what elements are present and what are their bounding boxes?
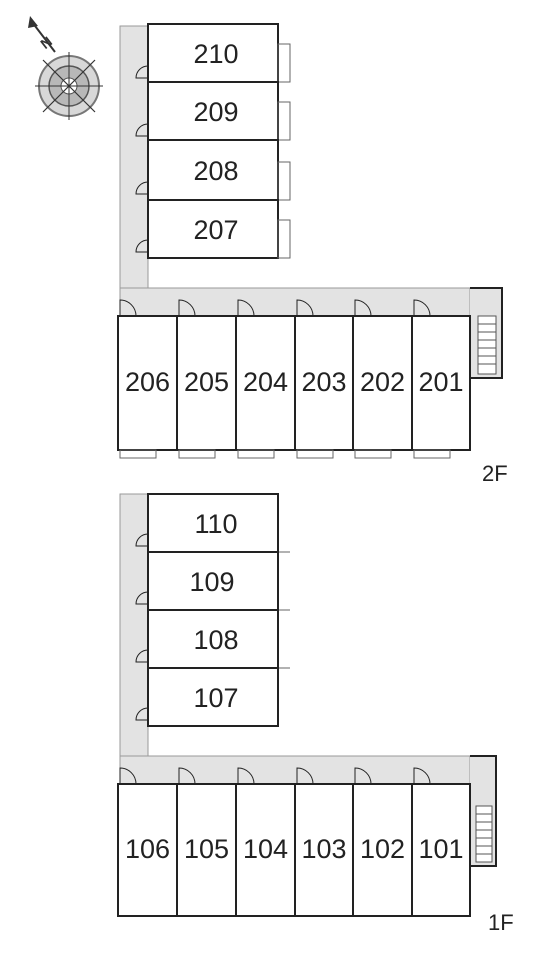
unit-number: 202 (360, 367, 405, 397)
unit-108: 108 (135, 609, 290, 669)
unit-205: 205 (176, 299, 237, 459)
unit-number: 105 (184, 834, 229, 864)
unit-107: 107 (135, 667, 279, 727)
door-icon (135, 707, 149, 721)
unit-number: 203 (301, 367, 346, 397)
unit-104: 104 (235, 767, 296, 917)
staircase-2f-icon (477, 315, 497, 375)
unit-109: 109 (135, 551, 290, 611)
door-icon (237, 299, 255, 317)
unit-number: 106 (125, 834, 170, 864)
balcony (237, 449, 275, 459)
door-icon (119, 767, 137, 785)
unit-number: 209 (193, 97, 238, 127)
unit-number: 210 (193, 39, 238, 69)
unit-201: 201 (411, 299, 471, 459)
unit-number: 107 (193, 683, 238, 713)
floor-label-2f: 2F (482, 461, 508, 486)
door-icon (178, 299, 196, 317)
door-icon (135, 649, 149, 663)
door-icon (178, 767, 196, 785)
unit-number: 108 (193, 625, 238, 655)
unit-number: 208 (193, 156, 238, 186)
unit-number: 109 (189, 567, 234, 597)
floor-1f: 110 109 108 107 106 105 (117, 493, 514, 935)
door-icon (354, 767, 372, 785)
door-icon (135, 591, 149, 605)
unit-208: 208 (135, 139, 291, 201)
balcony (277, 43, 291, 83)
balcony (296, 449, 334, 459)
unit-103: 103 (294, 767, 354, 917)
balcony (277, 161, 291, 201)
corridor-1f-horizontal (119, 755, 471, 785)
balcony (354, 449, 392, 459)
door-icon (296, 767, 314, 785)
door-icon (413, 767, 431, 785)
floor-label-1f: 1F (488, 910, 514, 935)
balcony (277, 101, 291, 141)
unit-202: 202 (352, 299, 413, 459)
unit-number: 201 (418, 367, 463, 397)
door-icon (237, 767, 255, 785)
door-icon (135, 533, 149, 547)
door-icon (135, 239, 149, 253)
floor-2f: 210 209 208 207 206 (117, 23, 508, 486)
door-icon (135, 181, 149, 195)
unit-number: 102 (360, 834, 405, 864)
unit-206: 206 (117, 299, 178, 459)
door-icon (135, 65, 149, 79)
balcony (119, 449, 157, 459)
balcony (178, 449, 216, 459)
unit-number: 207 (193, 215, 238, 245)
unit-number: 103 (301, 834, 346, 864)
unit-101: 101 (411, 767, 471, 917)
unit-number: 110 (194, 509, 237, 539)
unit-number: 205 (184, 367, 229, 397)
door-icon (413, 299, 431, 317)
staircase-1f-icon (475, 805, 493, 863)
unit-110: 110 (135, 493, 290, 553)
door-icon (135, 123, 149, 137)
unit-102: 102 (352, 767, 413, 917)
unit-203: 203 (294, 299, 354, 459)
balcony (413, 449, 451, 459)
door-icon (296, 299, 314, 317)
corridor-2f-vertical (119, 25, 149, 317)
unit-number: 101 (418, 834, 463, 864)
north-arrowhead-icon (28, 16, 38, 28)
corridor-2f-horizontal (119, 287, 471, 317)
unit-106: 106 (117, 767, 178, 917)
door-icon (119, 299, 137, 317)
unit-204: 204 (235, 299, 296, 459)
door-icon (354, 299, 372, 317)
balcony (277, 219, 291, 259)
unit-105: 105 (176, 767, 237, 917)
unit-207: 207 (135, 199, 291, 259)
unit-209: 209 (135, 81, 291, 141)
unit-number: 204 (243, 367, 288, 397)
north-arrow-icon (31, 21, 56, 53)
unit-210: 210 (135, 23, 291, 83)
unit-number: 104 (243, 834, 288, 864)
corridor-1f-vertical (119, 493, 149, 785)
compass-icon (35, 52, 103, 120)
unit-number: 206 (125, 367, 170, 397)
